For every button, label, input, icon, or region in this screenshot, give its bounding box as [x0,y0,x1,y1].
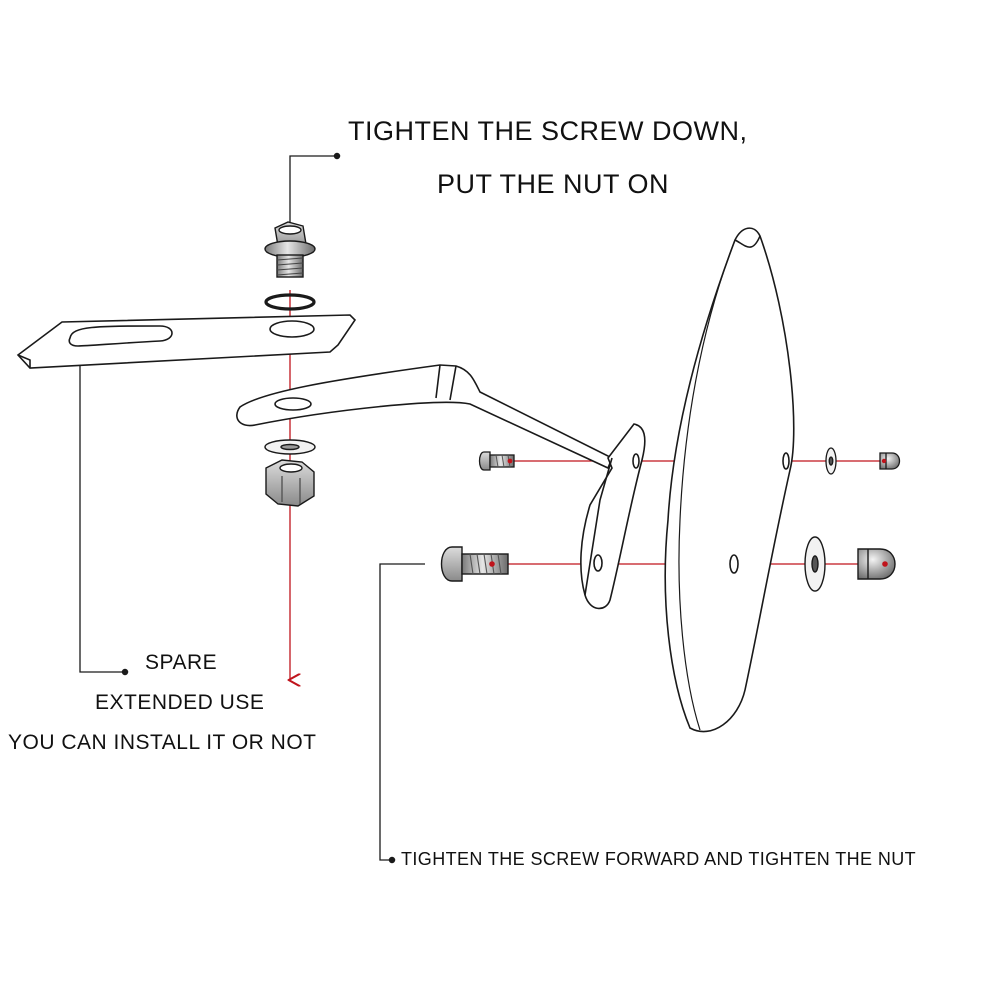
top-instruction-line-1: TIGHTEN THE SCREW DOWN, [348,116,748,146]
top-callout-leader [289,155,337,225]
upper-cap-nut [879,452,901,470]
spare-note-line-2: EXTENDED USE [95,691,265,714]
spare-note-line-3: YOU CAN INSTALL IT OR NOT [8,731,317,754]
forward-callout-leader [379,563,425,861]
spare-callout-leader [79,366,125,673]
spare-bracket-hole [269,320,315,338]
mirror-plate [664,227,795,733]
hex-nut [265,459,315,507]
lower-screw-head [440,546,463,582]
lock-washer [264,293,316,311]
forward-instruction: TIGHTEN THE SCREW FORWARD AND TIGHTEN TH… [401,849,917,869]
mirror-plate-upper-hole [782,452,790,470]
spare-note-line-1: SPARE [145,651,218,674]
lower-cap-nut [857,548,896,580]
mirror-plate-lower-hole [729,554,739,574]
upper-fastener-set [478,447,901,475]
callout-leaders [79,152,425,864]
mirror-bracket [236,364,646,610]
spare-flat-bracket [16,314,357,369]
upper-screw-head [478,451,491,471]
bolt-thread [276,254,304,278]
top-bolt-assembly [264,221,316,507]
spare-bracket-slot [68,325,173,347]
lower-fastener-set [440,536,896,592]
mount-plate-lower-hole [593,554,603,572]
top-instruction-line-2: PUT THE NUT ON [437,169,670,199]
mount-plate-upper-hole [632,453,640,469]
bracket-arm-hole [274,397,312,411]
